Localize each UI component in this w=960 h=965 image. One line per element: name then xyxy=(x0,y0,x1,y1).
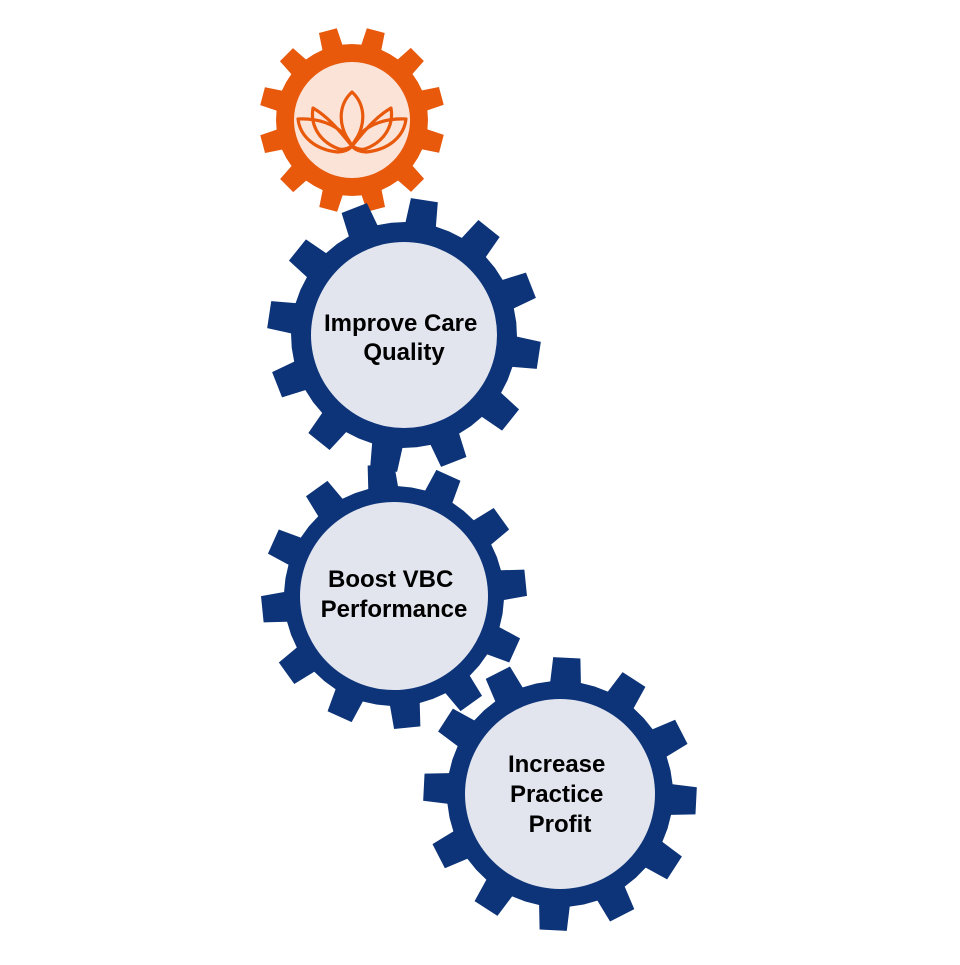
top-gear xyxy=(260,28,444,212)
gear-label-line: Boost VBC xyxy=(328,566,453,593)
lotus-icon xyxy=(296,90,408,154)
gear-label-line: Practice xyxy=(510,781,603,808)
gear-boost-vbc-performance: Boost VBC Performance xyxy=(261,463,527,729)
gear-label-line: Increase xyxy=(508,751,605,778)
gear-label-line: Improve Care xyxy=(324,310,477,337)
gear-improve-care-quality: Improve Care Quality xyxy=(267,198,541,472)
gear-label-line: Profit xyxy=(529,811,592,838)
gear-hub xyxy=(300,502,488,690)
gear-label-line: Performance xyxy=(321,596,468,623)
gear-label: Increase Practice Profit xyxy=(508,751,612,838)
gear-hub xyxy=(465,699,655,889)
gear-label: Boost VBC Performance xyxy=(321,566,468,623)
gear-increase-practice-profit: Increase Practice Profit xyxy=(423,657,697,931)
gear-hub xyxy=(311,242,497,428)
gear-label-line: Quality xyxy=(363,339,445,366)
gear-label: Improve Care Quality xyxy=(324,310,484,366)
